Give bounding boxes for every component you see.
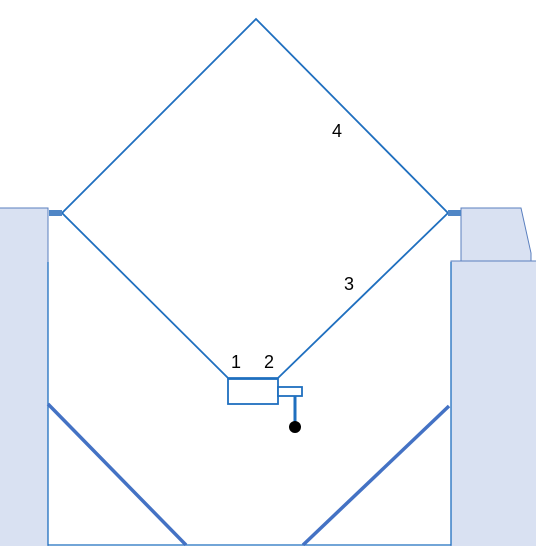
- left-deflector: [46, 402, 188, 546]
- right-deflector: [301, 404, 451, 546]
- diamond-frame: [60, 17, 450, 379]
- component-box-small: [277, 386, 303, 397]
- label-1: 1: [231, 352, 241, 372]
- right-wall: [450, 260, 536, 546]
- left-hinge: [49, 210, 62, 216]
- right-ledge: [460, 207, 532, 262]
- label-2: 2: [264, 352, 274, 372]
- component-box-main: [227, 378, 279, 405]
- label-3: 3: [344, 274, 354, 294]
- label-4: 4: [332, 121, 342, 141]
- right-hinge: [448, 210, 461, 216]
- container-base: [47, 262, 452, 546]
- left-wall: [0, 207, 49, 546]
- pendulum-weight: [289, 421, 301, 433]
